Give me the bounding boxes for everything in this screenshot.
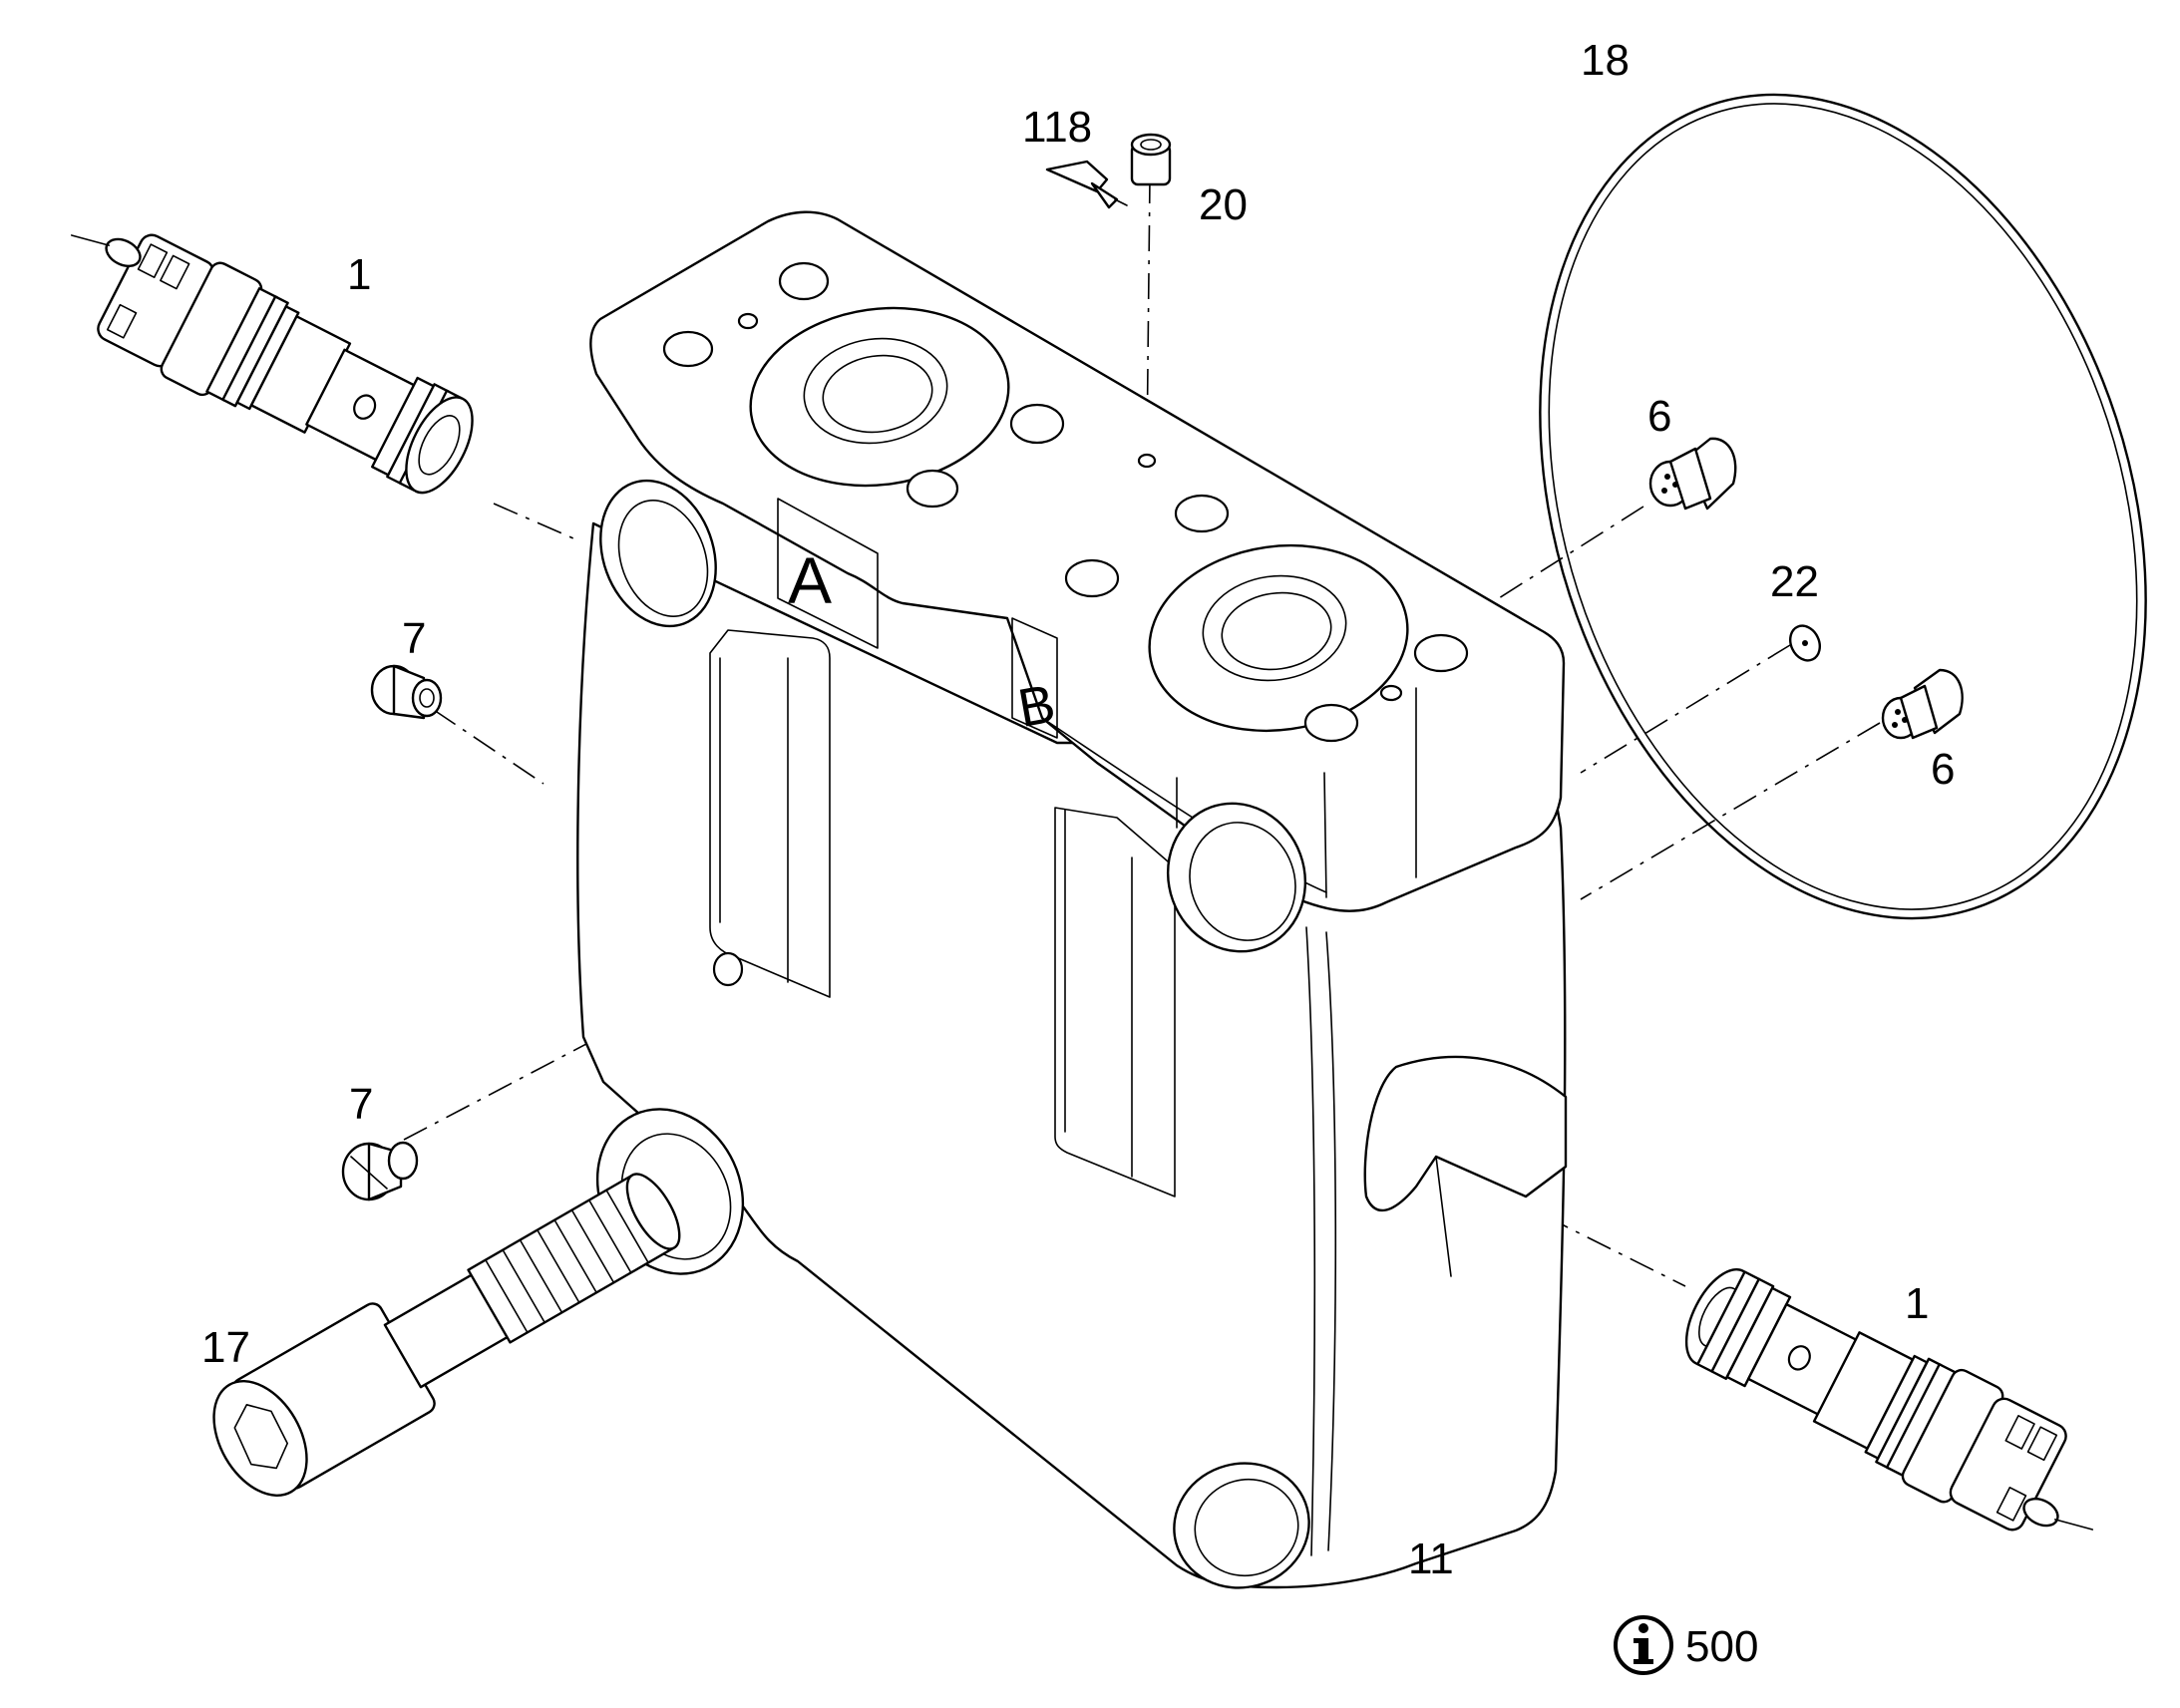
washer-part-22 <box>1789 624 1821 662</box>
info-note-value: 500 <box>1685 1622 1758 1671</box>
callout-11: 11 <box>1408 1535 1454 1583</box>
screen-part-6-bottom <box>1881 668 1964 740</box>
callout-7-top: 7 <box>402 614 426 663</box>
screen-part-6-top <box>1648 437 1737 511</box>
callout-6-top: 6 <box>1647 392 1671 441</box>
info-note: 500 <box>1614 1615 1758 1675</box>
info-icon <box>1614 1615 1673 1675</box>
cap-screw-part-17 <box>212 1173 681 1497</box>
plug-part-7-bottom <box>341 1141 419 1201</box>
port-a-label: A <box>788 543 832 617</box>
callout-17: 17 <box>201 1323 250 1372</box>
callout-6-bottom: 6 <box>1931 745 1955 794</box>
callout-labels: 18 118 20 1 6 22 7 6 7 1 17 11 <box>201 36 1955 1583</box>
callout-1-bottom: 1 <box>1905 1279 1929 1328</box>
plug-part-7-top <box>370 664 443 720</box>
cartridge-valve-part-1-bottom <box>1684 1267 2094 1532</box>
sealant-tube-part-118 <box>1045 160 1128 209</box>
callout-1-top: 1 <box>347 250 371 299</box>
o-ring-part-18 <box>1539 93 2147 920</box>
callout-18: 18 <box>1581 36 1630 85</box>
callout-7-bottom: 7 <box>349 1080 373 1129</box>
cartridge-valve-part-1-top <box>70 233 474 495</box>
callout-118: 118 <box>1022 103 1092 152</box>
callout-22: 22 <box>1770 557 1819 606</box>
callout-20: 20 <box>1199 180 1248 229</box>
plug-part-20 <box>1130 133 1172 186</box>
valve-housing-part-11: A B <box>576 210 1568 1589</box>
